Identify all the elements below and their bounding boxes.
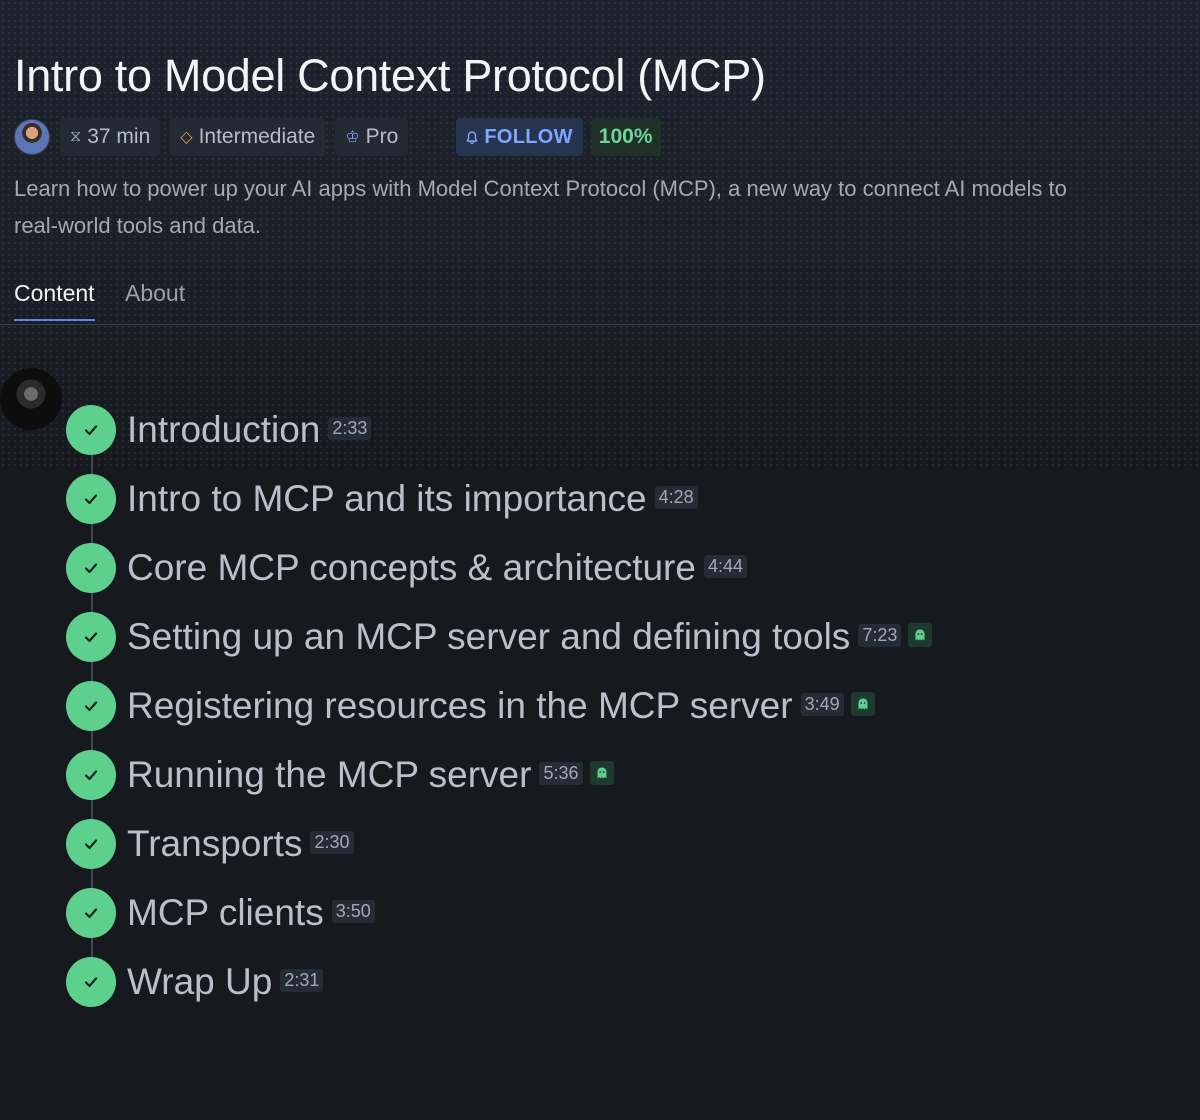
- bell-icon: [464, 129, 480, 145]
- tab-content[interactable]: Content: [14, 280, 95, 321]
- course-description: Learn how to power up your AI apps with …: [14, 176, 1067, 238]
- lesson-title: Introduction: [127, 409, 321, 450]
- tab-about[interactable]: About: [125, 280, 186, 306]
- check-icon: [66, 474, 116, 524]
- check-icon: [66, 405, 116, 455]
- lesson-title: Running the MCP server: [127, 754, 532, 795]
- progress-badge: 100%: [590, 118, 661, 156]
- lesson-title: Core MCP concepts & architecture: [127, 547, 696, 588]
- user-avatar[interactable]: [0, 368, 62, 430]
- hero-background: [0, 0, 1200, 470]
- lesson-duration: 3:49: [800, 692, 844, 716]
- lesson-duration: 4:44: [703, 554, 747, 578]
- check-icon: [66, 819, 116, 869]
- ghost-icon: [589, 761, 614, 785]
- lesson-title: Transports: [127, 823, 303, 864]
- check-icon: [66, 543, 116, 593]
- lesson-title: Wrap Up: [127, 961, 273, 1002]
- lesson-duration: 3:50: [331, 899, 375, 923]
- lesson-item[interactable]: Wrap Up 2:31: [66, 957, 324, 1007]
- lesson-item[interactable]: Running the MCP server 5:36: [66, 750, 614, 800]
- lesson-item[interactable]: Transports 2:30: [66, 819, 354, 869]
- lesson-title: Registering resources in the MCP server: [127, 685, 793, 726]
- lesson-item[interactable]: Setting up an MCP server and defining to…: [66, 612, 933, 662]
- lesson-item[interactable]: Intro to MCP and its importance 4:28: [66, 474, 698, 524]
- tier-chip: ♔ Pro: [335, 118, 409, 156]
- duration-chip: ⧖ 37 min: [60, 118, 161, 156]
- lesson-duration: 2:33: [328, 416, 372, 440]
- lesson-title: MCP clients: [127, 892, 324, 933]
- lesson-duration: 4:28: [654, 485, 698, 509]
- tier-label: Pro: [365, 125, 399, 148]
- lesson-item[interactable]: MCP clients 3:50: [66, 888, 375, 938]
- diamond-icon: ◇: [180, 129, 193, 146]
- lesson-duration: 2:31: [280, 968, 324, 992]
- lesson-duration: 7:23: [858, 623, 902, 647]
- lesson-duration: 2:30: [310, 830, 354, 854]
- level-chip: ◇ Intermediate: [170, 118, 326, 156]
- check-icon: [66, 612, 116, 662]
- instructor-avatar[interactable]: [14, 119, 50, 155]
- course-meta-bar: ⧖ 37 min ◇ Intermediate ♔ Pro FOLLOW 100…: [14, 118, 661, 156]
- ghost-icon: [908, 623, 933, 647]
- tab-bar: Content About: [0, 276, 1200, 325]
- check-icon: [66, 888, 116, 938]
- follow-button[interactable]: FOLLOW: [456, 118, 583, 156]
- lesson-item[interactable]: Core MCP concepts & architecture 4:44: [66, 543, 747, 593]
- follow-label: FOLLOW: [484, 125, 573, 148]
- page-title: Intro to Model Context Protocol (MCP): [14, 50, 766, 101]
- lesson-title: Intro to MCP and its importance: [127, 478, 647, 519]
- ghost-icon: [850, 692, 875, 716]
- check-icon: [66, 957, 116, 1007]
- check-icon: [66, 750, 116, 800]
- lesson-title: Setting up an MCP server and defining to…: [127, 616, 851, 657]
- level-label: Intermediate: [198, 125, 316, 148]
- check-icon: [66, 681, 116, 731]
- duration-label: 37 min: [87, 125, 151, 148]
- crown-icon: ♔: [345, 129, 360, 146]
- hourglass-icon: ⧖: [70, 128, 82, 145]
- lesson-item[interactable]: Registering resources in the MCP server 3…: [66, 681, 875, 731]
- lesson-duration: 5:36: [539, 761, 583, 785]
- lesson-item[interactable]: Introduction 2:33: [66, 405, 372, 455]
